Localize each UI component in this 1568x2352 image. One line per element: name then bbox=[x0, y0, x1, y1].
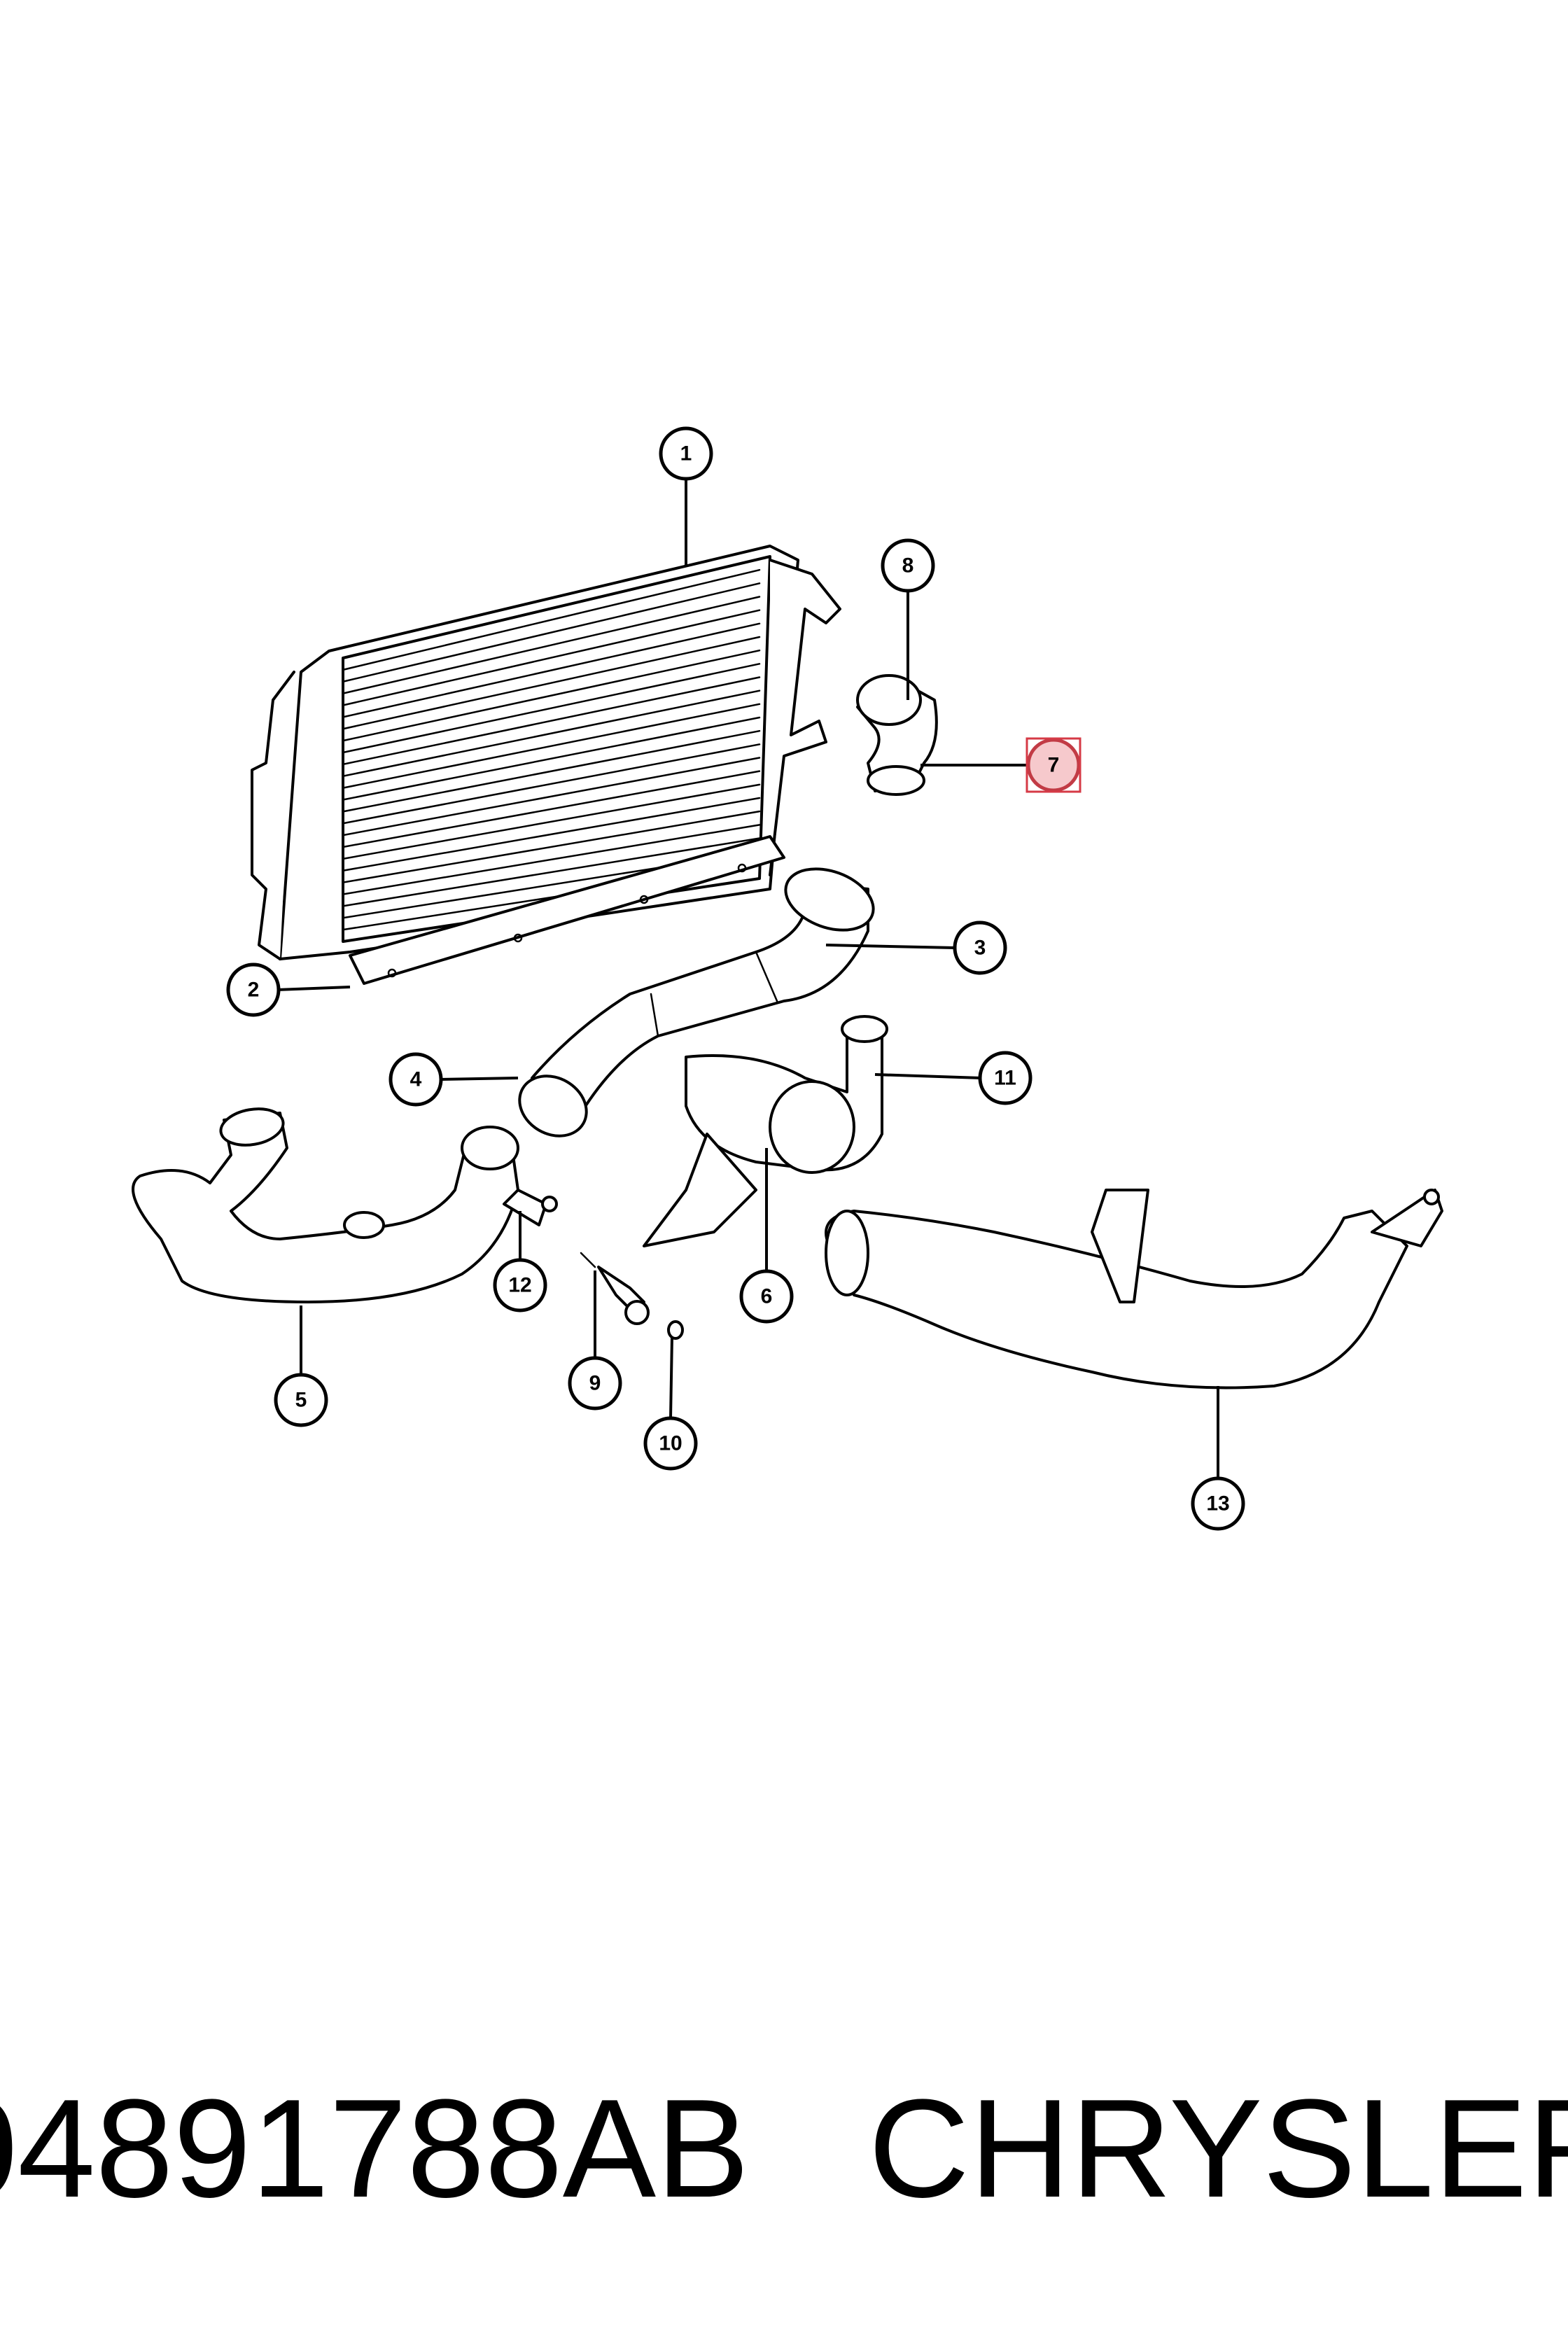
callout-3[interactable]: 3 bbox=[953, 920, 1007, 975]
callout-label: 13 bbox=[1206, 1492, 1229, 1516]
callout-13[interactable]: 13 bbox=[1191, 1476, 1245, 1531]
core-fin bbox=[342, 770, 761, 848]
callout-label: 4 bbox=[410, 1068, 422, 1091]
callout-label: 11 bbox=[994, 1067, 1016, 1090]
callout-11[interactable]: 11 bbox=[978, 1051, 1032, 1105]
callout-10[interactable]: 10 bbox=[643, 1416, 698, 1471]
core-fin bbox=[342, 837, 761, 907]
large-hose bbox=[825, 1189, 1443, 1390]
lower-tube bbox=[132, 1107, 519, 1303]
callout-label: 12 bbox=[508, 1274, 531, 1297]
core-fin bbox=[342, 797, 761, 872]
callout-1[interactable]: 1 bbox=[659, 426, 713, 481]
core-fin bbox=[342, 649, 761, 742]
small-hardware bbox=[503, 1189, 684, 1340]
turbo-outlet bbox=[643, 1015, 888, 1247]
core-fin bbox=[342, 676, 761, 766]
core-fin bbox=[342, 716, 761, 801]
core-fin bbox=[342, 783, 761, 860]
callout-2[interactable]: 2 bbox=[226, 962, 281, 1017]
core-fin bbox=[342, 824, 761, 895]
callout-6[interactable]: 6 bbox=[739, 1269, 794, 1324]
core-fin bbox=[342, 743, 761, 825]
callout-12[interactable]: 12 bbox=[493, 1258, 547, 1312]
baffle-strip bbox=[349, 835, 785, 985]
callout-9[interactable]: 9 bbox=[568, 1356, 622, 1410]
callout-label: 2 bbox=[248, 979, 260, 1002]
core-fin bbox=[342, 729, 761, 813]
callout-5[interactable]: 5 bbox=[274, 1373, 328, 1427]
core-fin bbox=[342, 703, 761, 789]
callout-8[interactable]: 8 bbox=[881, 538, 935, 593]
core-fin bbox=[342, 810, 761, 883]
core-fin bbox=[342, 690, 761, 777]
core-fin bbox=[342, 609, 761, 706]
core-fin bbox=[342, 568, 761, 671]
core-fin bbox=[342, 636, 761, 730]
callout-label: 3 bbox=[974, 937, 986, 960]
callout-7[interactable]: 7 bbox=[1026, 737, 1082, 793]
caption: 04891788AB CHRYSLER bbox=[0, 2058, 1568, 2240]
outlet-tube bbox=[518, 867, 875, 1138]
intercooler bbox=[251, 545, 841, 960]
callout-label: 8 bbox=[902, 554, 914, 578]
callout-label: 1 bbox=[680, 442, 692, 465]
callout-label: 7 bbox=[1048, 754, 1060, 777]
core-fin bbox=[342, 622, 761, 718]
callout-4[interactable]: 4 bbox=[388, 1052, 443, 1107]
elbow-hose bbox=[856, 674, 938, 796]
core-fin bbox=[342, 757, 761, 836]
callout-label: 9 bbox=[589, 1372, 601, 1395]
brand-name: CHRYSLER bbox=[868, 2071, 1568, 2227]
callout-label: 6 bbox=[761, 1285, 773, 1308]
callout-label: 10 bbox=[659, 1432, 682, 1455]
core-fin bbox=[342, 582, 761, 682]
callout-label: 5 bbox=[295, 1389, 307, 1412]
core-fin bbox=[342, 663, 761, 754]
core-fin bbox=[342, 596, 761, 694]
part-number: 04891788AB bbox=[0, 2071, 750, 2227]
